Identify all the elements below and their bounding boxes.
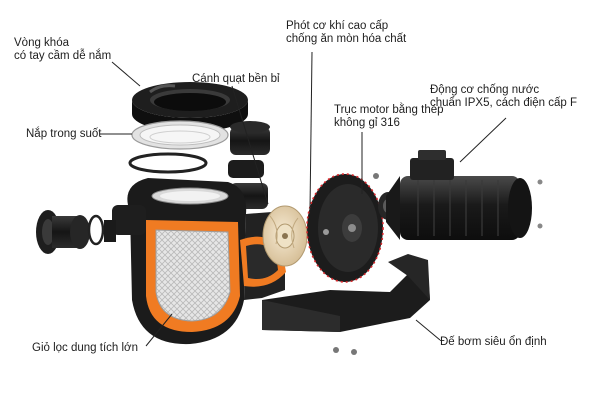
transparent-lid [131, 120, 229, 150]
label-motor: Động cơ chống nước chuẩn IPX5, cách điện… [430, 84, 578, 109]
label-base: Đế bơm siêu ổn định [440, 336, 547, 348]
impeller [262, 205, 308, 267]
leader-lines [100, 51, 507, 347]
label-seal: Phót cơ khí cao cấp chống ăn mòn hóa chấ… [286, 20, 407, 45]
label-strainer: Giỏ lọc dung tích lớn [32, 342, 138, 354]
label-locking-ring: Vòng khóa có tay cầm dễ nắm [14, 37, 112, 62]
pump-base [262, 254, 430, 355]
seal-plate [306, 173, 384, 283]
label-shaft: Trục motor bằng thép không gỉ 316 [334, 104, 444, 129]
inlet-union [36, 210, 116, 254]
label-transparent-lid: Nắp trong suốt [26, 128, 102, 140]
label-impeller: Cánh quạt bền bỉ [192, 73, 280, 85]
lid-o-ring [128, 152, 208, 174]
motor [386, 150, 543, 240]
